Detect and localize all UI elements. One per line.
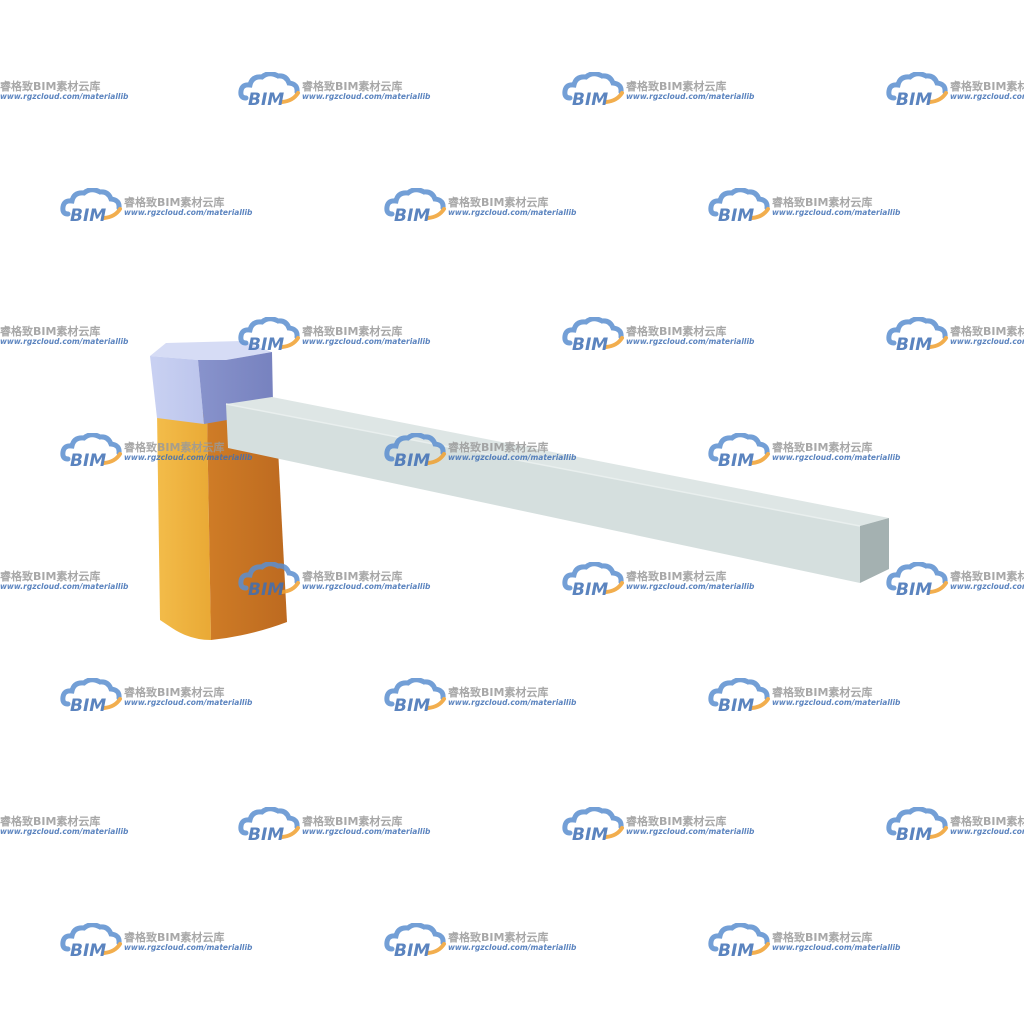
cabinet-cap-top: [150, 341, 272, 360]
cabinet-cap-front: [150, 356, 204, 424]
arm-top-edge: [225, 403, 861, 527]
cabinet-front-face: [157, 412, 211, 640]
gate-cabinet: [150, 341, 287, 640]
arm-top-face: [226, 397, 889, 526]
arm-front-face: [226, 404, 860, 583]
arm-end-face: [860, 518, 889, 583]
gate-arm: [225, 397, 889, 583]
